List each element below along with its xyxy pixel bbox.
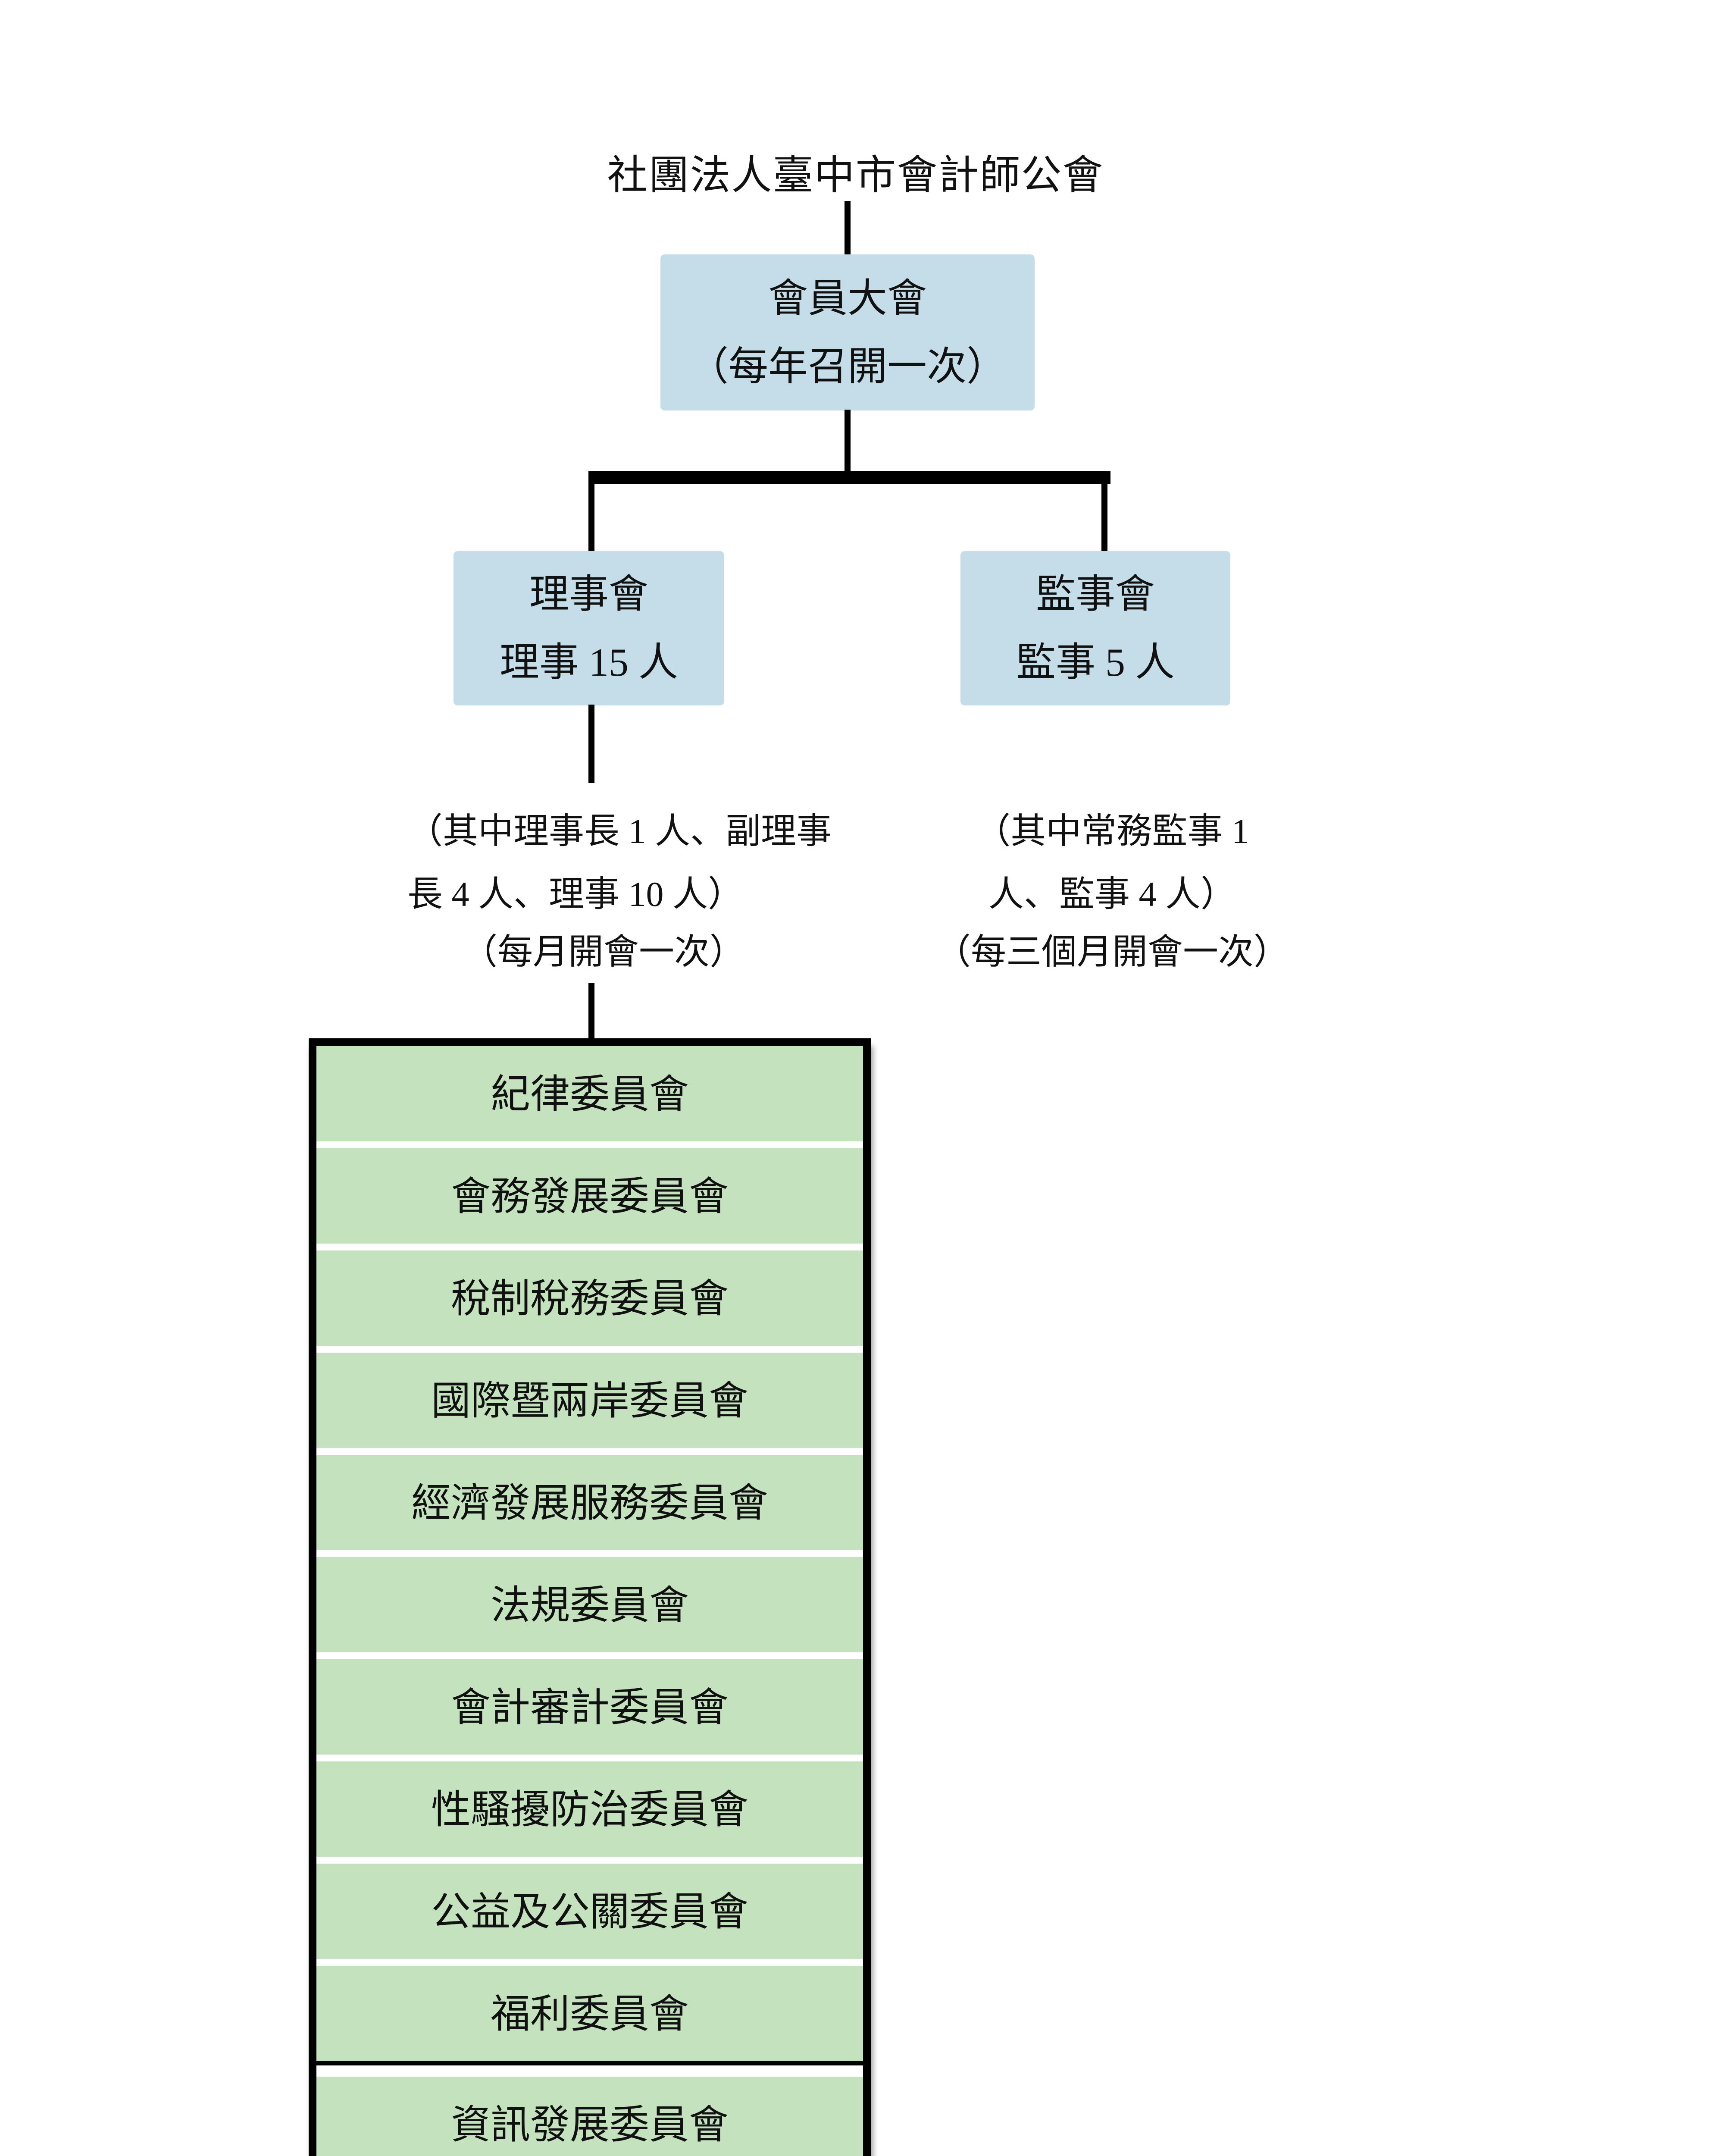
supervisors-note: （其中常務監事 1 人、監事 4 人） <box>935 800 1289 926</box>
connector-assembly-stem <box>845 410 851 471</box>
committee-row-economic-development-service: 經濟發展服務委員會 <box>316 1455 863 1550</box>
board-of-directors-box: 理事會 理事 15 人 <box>454 551 724 705</box>
board-of-directors-name: 理事會 <box>529 572 648 616</box>
supervisors-meeting-frequency: （每三個月開會一次） <box>935 932 1289 971</box>
committee-row-regulations: 法規委員會 <box>316 1557 863 1652</box>
committee-row-sexual-harassment-prevention: 性騷擾防治委員會 <box>316 1761 863 1857</box>
directors-note: （其中理事長 1 人、副理事 長 4 人、理事 10 人） <box>407 800 832 926</box>
connector-branch-right <box>1101 471 1107 552</box>
connector-directors-stem <box>588 705 594 783</box>
connector-title-to-assembly <box>845 201 851 254</box>
committee-row-international-cross-strait: 國際暨兩岸委員會 <box>316 1353 863 1448</box>
board-of-supervisors-members: 監事 5 人 <box>1016 640 1175 684</box>
board-of-directors-members: 理事 15 人 <box>499 640 678 684</box>
member-assembly-box: 會員大會 （每年召開一次） <box>660 254 1035 411</box>
connector-branch-horizontal <box>588 471 1110 484</box>
page-title: 社團法人臺中市會計師公會 <box>607 153 1104 198</box>
connector-branch-left <box>588 471 594 552</box>
directors-note-line2: 長 4 人、理事 10 人） <box>407 874 744 914</box>
committee-row-discipline: 紀律委員會 <box>316 1046 863 1141</box>
member-assembly-frequency: （每年召開一次） <box>688 345 1006 389</box>
committee-row-welfare: 福利委員會 <box>316 1966 863 2061</box>
table-page-break-line <box>316 2061 863 2065</box>
supervisors-note-line1: （其中常務監事 1 <box>975 812 1249 851</box>
board-of-supervisors-name: 監事會 <box>1035 572 1155 616</box>
connector-committees-stem <box>588 983 594 1038</box>
committee-row-public-welfare-relations: 公益及公關委員會 <box>316 1864 863 1959</box>
supervisors-note-line2: 人、監事 4 人） <box>988 874 1236 914</box>
committee-row-information-development: 資訊發展委員會 <box>316 2077 863 2156</box>
committee-row-association-development: 會務發展委員會 <box>316 1148 863 1244</box>
directors-meeting-frequency: （每月開會一次） <box>462 932 745 971</box>
committees-table: 紀律委員會 會務發展委員會 稅制稅務委員會 國際暨兩岸委員會 經濟發展服務委員會… <box>309 1038 871 2156</box>
committee-row-tax-system: 稅制稅務委員會 <box>316 1250 863 1346</box>
committee-row-accounting-auditing: 會計審計委員會 <box>316 1659 863 1755</box>
board-of-supervisors-box: 監事會 監事 5 人 <box>960 551 1230 705</box>
directors-note-line1: （其中理事長 1 人、副理事 <box>407 812 832 851</box>
member-assembly-name: 會員大會 <box>768 276 927 320</box>
